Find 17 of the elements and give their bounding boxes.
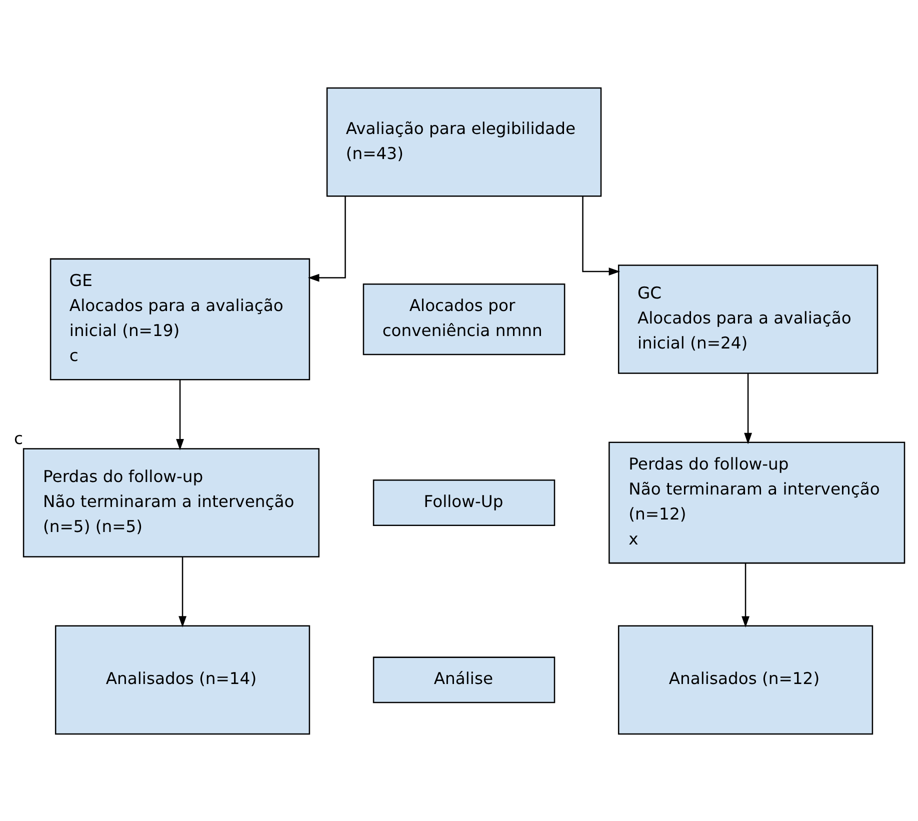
node-box: Analisados (n=14) [54, 624, 310, 734]
arrow [178, 556, 186, 627]
node-box: Análise [372, 656, 556, 703]
node-box: Analisados (n=12) [618, 624, 874, 734]
arrow [308, 196, 346, 282]
arrow [744, 372, 752, 444]
node-box: GC Alocados para a avaliação inicial (n=24) [618, 264, 878, 374]
node-box: Follow-Up [372, 479, 556, 526]
node-box: Alocados por conveniência nmnn [362, 282, 566, 355]
node-box: Avaliação para elegibilidade (n=43) [326, 86, 602, 196]
arrow [176, 379, 184, 450]
arrow [742, 562, 750, 628]
arrow [582, 196, 620, 275]
node-label: c [14, 428, 24, 448]
node-box: Perdas do follow-up Não terminaram a intervenção (n=5) (n=5) [22, 448, 320, 557]
node-box: Perdas do follow-up Não terminaram a intervenção (n=12) x [608, 441, 906, 564]
node-box: GE Alocados para a avaliação inicial (n=19) c [50, 258, 310, 380]
